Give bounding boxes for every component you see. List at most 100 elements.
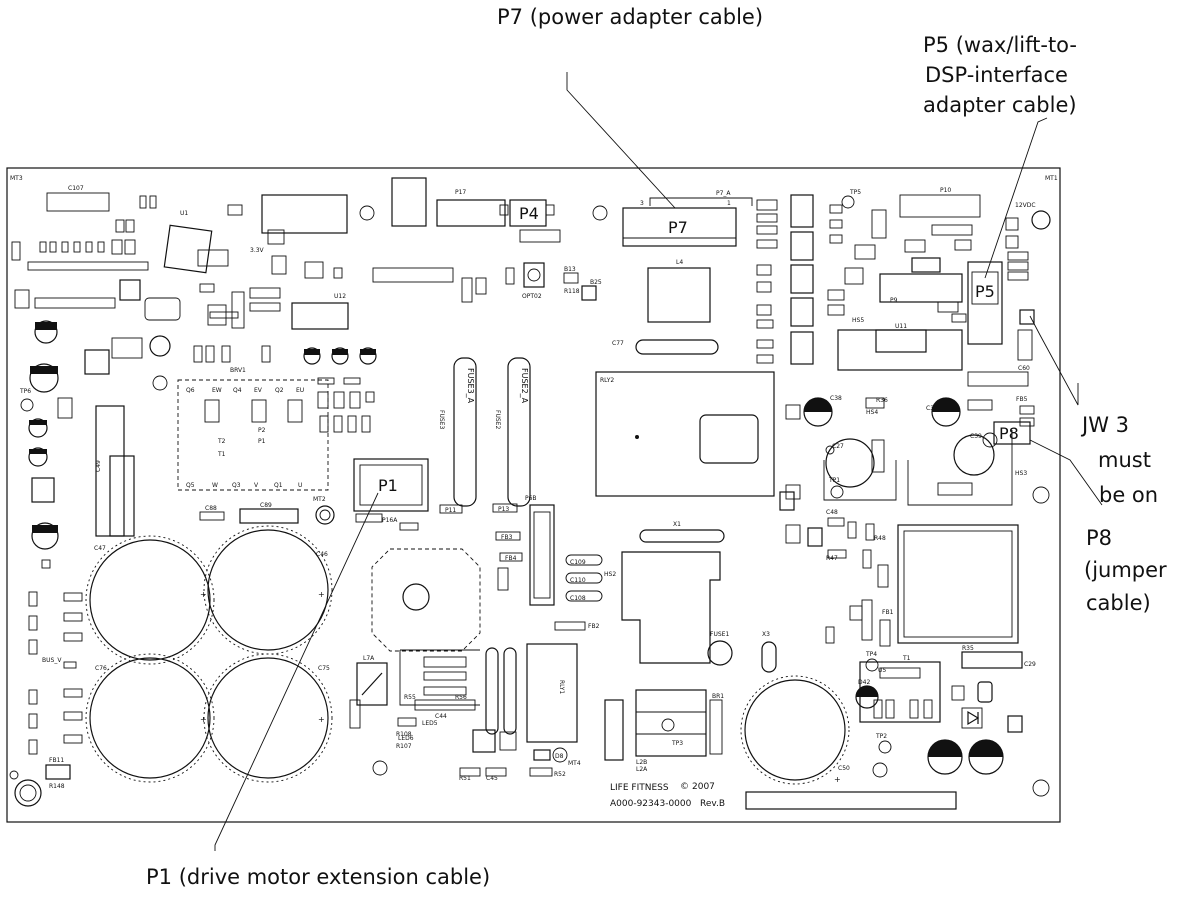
c50-capacitor: + C50	[740, 675, 850, 785]
t2-label: T2	[217, 438, 226, 445]
p17-header: P17	[436, 189, 506, 227]
r48-label: R48	[874, 535, 886, 542]
u5-area	[859, 651, 1023, 733]
tp4-label: TP4	[865, 651, 877, 658]
p7-connector-label: P7	[668, 218, 688, 237]
mt1-label: MT1	[1045, 175, 1058, 182]
fuse1-label: FUSE1	[710, 631, 729, 638]
p17-label: P17	[455, 189, 466, 196]
c47-label: C47	[94, 545, 106, 552]
c49-label: C49	[95, 460, 102, 472]
igbt-module: Q6 EW Q4 EV Q2 EU P2 T2 P1 T1 Q5 W Q3 V …	[177, 379, 329, 491]
c45-label: C45	[486, 775, 498, 782]
callout-p5-line2: DSP-interface	[925, 63, 1068, 87]
l2a-label: L2A	[636, 766, 648, 773]
c27-label: C27	[832, 443, 844, 450]
fb4-body	[499, 552, 523, 562]
p7a-label: P7_A	[716, 190, 731, 197]
u1-label: U1	[180, 210, 188, 217]
p1-connector: P1	[353, 458, 429, 531]
l7a-component: L7A	[349, 655, 388, 729]
u-label: U	[298, 482, 302, 489]
br1-label: BR1	[712, 693, 724, 700]
power-caps-right	[785, 397, 1035, 506]
c89-label: C89	[260, 502, 272, 509]
smd-array-left	[11, 195, 343, 329]
l7a-label: L7A	[363, 655, 375, 662]
c88-label: C88	[205, 505, 217, 512]
p8-connector: P8	[993, 421, 1031, 445]
fb3-body	[495, 531, 521, 541]
hs2-area: R55 R56 C44	[399, 647, 517, 735]
upper-right-ics	[827, 194, 1029, 387]
c89-body	[239, 508, 299, 524]
callout-p5-line3: adapter cable)	[923, 93, 1077, 117]
c49-component: C49	[95, 405, 135, 537]
q5-label: Q5	[186, 482, 195, 489]
chip-row-2	[209, 311, 239, 319]
r56-label: R56	[455, 694, 467, 701]
u12-label: U12	[334, 293, 346, 300]
bus-v-label: BUS_V	[42, 657, 62, 664]
revision-label: Rev.B	[700, 799, 725, 809]
r55-label: R55	[404, 694, 416, 701]
r52-label: R52	[554, 771, 566, 778]
q4-label: Q4	[233, 387, 242, 394]
square-component	[84, 349, 110, 375]
c46-label: C46	[316, 551, 328, 558]
led5-label: LED5	[422, 720, 438, 727]
p12-body	[497, 567, 509, 591]
l4-inductor: L4	[647, 259, 711, 323]
p6b-header: P6B	[525, 495, 555, 606]
callout-p8-line3: cable)	[1086, 591, 1151, 615]
plus-c76: +	[200, 715, 207, 724]
c109-label: C109	[570, 559, 586, 566]
rly1-relay: RLY1	[526, 643, 578, 743]
b25-label: B25	[590, 279, 602, 286]
fb2-label: FB2	[588, 623, 600, 630]
p8-connector-label: P8	[999, 424, 1019, 443]
opto-label: OPT02	[522, 293, 542, 300]
c44-label: C44	[435, 713, 447, 720]
bulk-capacitors: + + + +	[85, 525, 333, 783]
fb11-label: FB11	[49, 757, 64, 764]
tp6-label: TP6	[19, 388, 31, 395]
fuse3-b-label: FUSE3	[438, 410, 445, 429]
year-label: 2007	[692, 782, 715, 792]
bottom-right-caps	[855, 685, 1004, 775]
c77-label: C77	[612, 340, 624, 347]
p13-body	[492, 503, 518, 513]
r36-label: R36	[876, 397, 888, 404]
q2-label: Q2	[275, 387, 284, 394]
tp2-label: TP2	[875, 733, 887, 740]
d42-label: D42	[858, 679, 870, 686]
tp3-label: TP3	[671, 740, 683, 747]
rly2-relay: RLY2	[595, 371, 775, 497]
chip-c113	[111, 337, 143, 359]
opto-cluster-top	[461, 262, 597, 303]
c88-body	[199, 511, 225, 521]
resistor-cluster-right	[1005, 217, 1035, 361]
plus-c75: +	[318, 715, 325, 724]
r107-label: R107	[396, 743, 412, 750]
test-points	[20, 195, 892, 754]
p11-body	[439, 504, 463, 514]
r108-label: R108	[396, 731, 412, 738]
callout-jw3-line3: be on	[1099, 483, 1158, 507]
hs3-label: HS3	[1015, 470, 1027, 477]
t1-transformer-label: T1	[902, 655, 911, 662]
fuse2-label: FUSE2_A	[520, 368, 529, 404]
c77-component: C77	[612, 339, 719, 355]
header-row-p4	[519, 229, 561, 243]
capacitor-ovals	[565, 554, 603, 602]
chip-row	[249, 302, 281, 312]
square-component-2	[31, 477, 55, 503]
mt3-label: MT3	[10, 175, 23, 182]
c108-label: C108	[570, 595, 586, 602]
l4-label: L4	[676, 259, 683, 266]
c39-label: C39	[970, 433, 982, 440]
t1-label: T1	[217, 451, 226, 458]
q1-label: Q1	[274, 482, 283, 489]
r51-label: R51	[459, 775, 471, 782]
p11-label: P11	[445, 507, 456, 514]
